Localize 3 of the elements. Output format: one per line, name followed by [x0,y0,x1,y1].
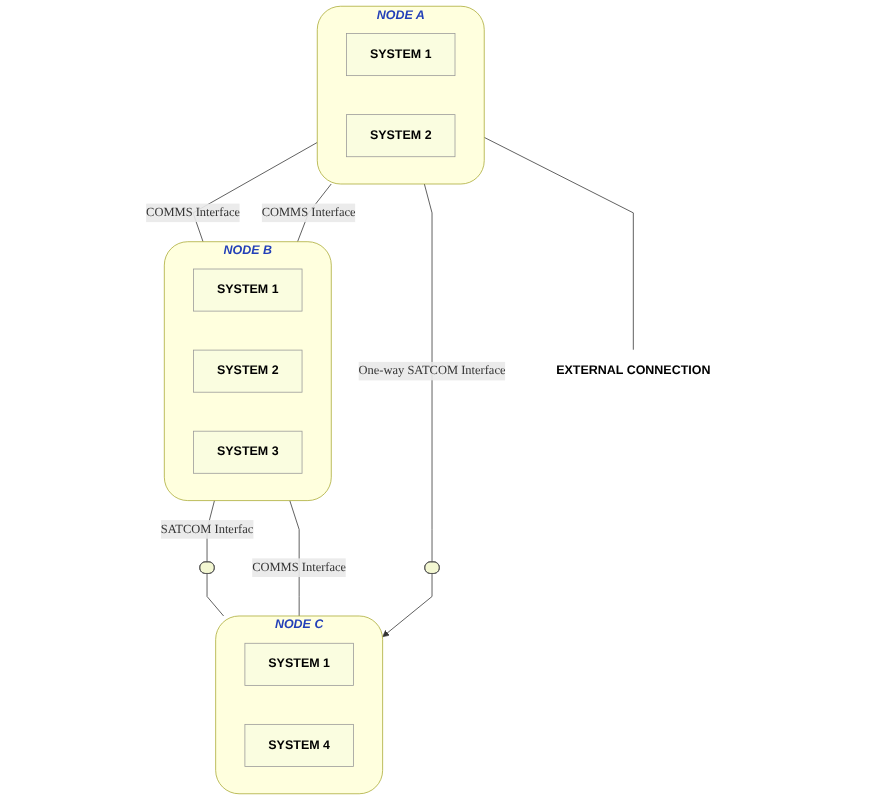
connector [483,137,634,351]
connector [424,183,433,563]
connector [206,573,224,617]
